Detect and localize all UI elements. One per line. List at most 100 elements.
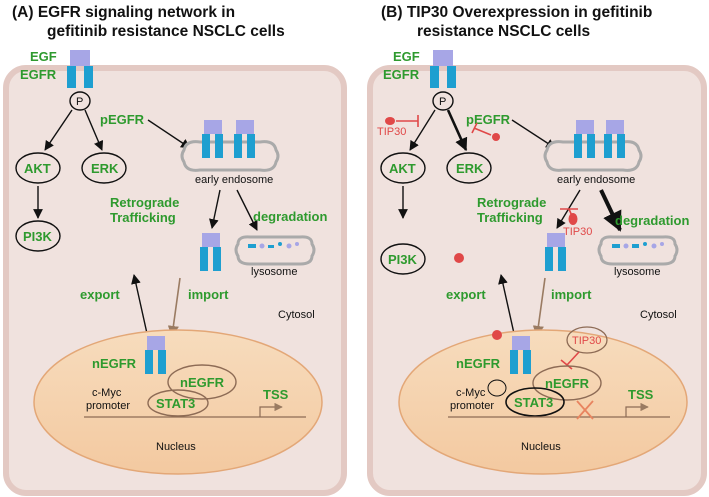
panel-b-title-line2: resistance NSCLC cells [417, 23, 591, 40]
stat3-node-a [147, 389, 209, 417]
early-endosome-label-b: early endosome [557, 174, 635, 186]
retrograde-label-a: Retrograde [110, 195, 179, 210]
cytosol-label-a: Cytosol [278, 309, 315, 321]
egf-label-b: EGF [393, 49, 420, 64]
panel-b: EGF EGFR P TIP30 pEGFR AKT ERK PI3K [367, 49, 707, 496]
tss-label-a: TSS [263, 387, 289, 402]
egfr-label-a: EGFR [20, 67, 57, 82]
pi3k-node-a [15, 220, 61, 252]
erk-label-b: ERK [456, 161, 484, 176]
cytosol-label-b: Cytosol [640, 309, 677, 321]
arrow-import-a [167, 277, 181, 338]
negfr-label-b: nEGFR [456, 356, 501, 371]
nucleus-label-b: Nucleus [521, 441, 561, 453]
panel-a: EGF EGFR P pEGFR AKT ERK PI3K early endo… [3, 49, 347, 496]
tip30-inhibit-line-nucleus-b [566, 351, 580, 366]
nucleus-b [398, 329, 688, 475]
negfr-inner-node-a [167, 364, 237, 400]
trafficking-label-b: Trafficking [477, 210, 543, 225]
cmyc-label-b: c-Myc [456, 387, 486, 399]
phospho-label-b: P [439, 96, 446, 108]
erk-label-a: ERK [91, 161, 119, 176]
promoter-label-a: promoter [86, 400, 130, 412]
arrow-import-b [532, 277, 546, 338]
akt-node-a [15, 152, 61, 184]
cmyc-label-a: c-Myc [92, 387, 122, 399]
pi3k-node-b [380, 243, 426, 275]
trafficking-label-a: Trafficking [110, 210, 176, 225]
arrow-p-erk-a [84, 109, 104, 151]
egf-label-a: EGF [30, 49, 57, 64]
arrow-export-a [131, 274, 149, 339]
tip30-dot-nuclear-b [492, 330, 502, 340]
akt-label-b: AKT [389, 161, 416, 176]
akt-label-a: AKT [24, 161, 51, 176]
cytosol-receptor-a [200, 233, 221, 271]
arrow-p-akt-a [44, 109, 73, 151]
early-endosome-b [543, 120, 643, 172]
lysosome-b [597, 235, 679, 266]
small-complex-node-b [487, 379, 507, 397]
negfr-inner-node-b [532, 365, 602, 401]
early-endosome-a [180, 120, 280, 172]
lysosome-label-b: lysosome [614, 266, 660, 278]
arrow-p-akt-b [409, 109, 436, 151]
promoter-label-b: promoter [450, 400, 494, 412]
cytosol-receptor-b [545, 233, 566, 271]
tip30-inhibit-bar-nucleus-b [560, 359, 573, 370]
stat3-label-a: STAT3 [156, 396, 195, 411]
nuclear-receptor-b [510, 336, 531, 374]
nucleus-a [33, 329, 323, 475]
negfr-label-a: nEGFR [92, 356, 137, 371]
egfr-receptor-b [430, 50, 456, 88]
nucleus-label-a: Nucleus [156, 441, 196, 453]
arrow-pegfr-endosome-a [147, 119, 191, 149]
degradation-label-a: degradation [253, 209, 327, 224]
tss-label-b: TSS [628, 387, 654, 402]
early-endosome-label-a: early endosome [195, 174, 273, 186]
negfr-inner-label-b: nEGFR [545, 376, 590, 391]
pegfr-label-a: pEGFR [100, 112, 145, 127]
erk-node-a [81, 152, 127, 184]
panel-a-title-line2: gefitinib resistance NSCLC cells [47, 23, 285, 40]
arrow-endosome-degradation-b [599, 189, 622, 232]
pegfr-label-b: pEGFR [466, 112, 511, 127]
lysosome-label-a: lysosome [251, 266, 297, 278]
tip30-dot-erk-b [492, 133, 500, 141]
export-label-b: export [446, 287, 486, 302]
nuclear-receptor-a [145, 336, 166, 374]
retrograde-label-b: Retrograde [477, 195, 546, 210]
tss-arrow-b [625, 402, 649, 417]
arrow-endosome-retro-a [209, 189, 221, 229]
tip30-dot-mid-b [568, 213, 578, 225]
egfr-receptor-a [67, 50, 93, 88]
arrow-p-erk-b [446, 109, 468, 152]
tip30-label-left-b: TIP30 [377, 126, 406, 138]
tip30-dot-cytosol-b [454, 253, 464, 263]
phospho-circle-a [69, 91, 91, 111]
tip30-node-nucleus-b [566, 326, 608, 354]
phospho-circle-b [432, 91, 454, 111]
stat3-label-b: STAT3 [514, 395, 553, 410]
export-label-a: export [80, 287, 120, 302]
import-label-a: import [188, 287, 229, 302]
transcription-blocked-cross-b [576, 400, 594, 420]
degradation-label-b: degradation [615, 213, 689, 228]
egfr-label-b: EGFR [383, 67, 420, 82]
panel-b-title-line1: (B) TIP30 Overexpression in gefitinib [381, 4, 653, 21]
phospho-label-a: P [76, 96, 83, 108]
stat3-node-b [505, 387, 565, 417]
tip30-inhibit-line-erk-b [473, 127, 492, 136]
tip30-label-nucleus-b: TIP30 [572, 335, 601, 347]
tss-arrow-a [259, 402, 283, 417]
panel-a-title-line1: (A) EGFR signaling network in [12, 4, 236, 21]
arrow-export-b [498, 274, 516, 339]
tip30-label-mid-b: TIP30 [563, 226, 592, 238]
erk-node-b [446, 152, 492, 184]
arrow-endosome-degradation-a [236, 189, 258, 231]
arrow-pegfr-endosome-b [511, 119, 556, 149]
pi3k-label-b: PI3K [388, 252, 418, 267]
tip30-dot-left-b [385, 117, 395, 125]
import-label-b: import [551, 287, 592, 302]
